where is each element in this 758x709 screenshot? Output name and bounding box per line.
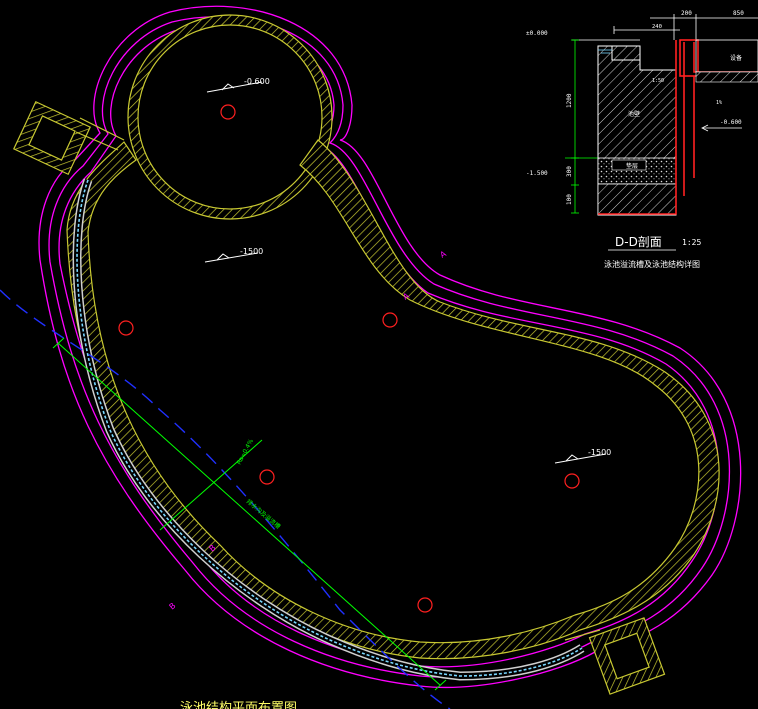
section-subtitle: 泳池溢流槽及泳池结构详图 xyxy=(604,259,700,269)
elevation-marker-right xyxy=(554,453,607,464)
section-title: D-D剖面 xyxy=(615,235,662,249)
section-dim-200: 200 xyxy=(681,10,692,17)
elevation-marker-upper xyxy=(204,252,259,263)
drain-circle xyxy=(417,597,433,613)
section-vdim-300: 300 xyxy=(566,166,573,177)
drain-markers xyxy=(118,104,580,613)
equipment-pit-bottom-right xyxy=(564,617,666,695)
section-detail xyxy=(565,14,758,216)
round-pool-wall xyxy=(127,14,333,220)
equipment-pit-top-left xyxy=(13,100,125,176)
section-dim-240: 240 xyxy=(652,24,662,30)
elevation-right: -1500 xyxy=(588,448,611,457)
drain-circle xyxy=(220,104,236,120)
section-label-base: 垫层 xyxy=(626,162,638,170)
plan-title: 泳池结构平面布置图 xyxy=(180,701,297,709)
section-vdim-1200: 1200 xyxy=(566,93,573,108)
drain-circle xyxy=(564,473,580,489)
green-note-slope: Ra=0.4% xyxy=(236,438,255,466)
elevation-round-pool: -0.600 xyxy=(244,77,270,86)
drain-circle xyxy=(259,469,275,485)
section-dim-850: 850 xyxy=(733,10,744,17)
section-mark-a: A xyxy=(439,249,449,260)
section-mark-a2: A xyxy=(402,291,412,302)
overflow-gutter xyxy=(72,178,585,681)
elevation-upper-left: -1500 xyxy=(240,247,263,256)
section-mark-slope: 1:50 xyxy=(652,78,664,84)
section-mark-percent: 1% xyxy=(716,100,722,106)
section-elev-top: ±0.000 xyxy=(526,30,548,37)
section-label-room: 设备 xyxy=(730,54,742,62)
section-mark-b: B xyxy=(208,543,218,553)
section-label-wall: 池壁 xyxy=(628,110,640,118)
section-mark-b2: B xyxy=(168,601,178,611)
green-dimension xyxy=(52,337,447,691)
section-vdim-100: 100 xyxy=(566,194,573,205)
section-elev-bottom: -1.500 xyxy=(526,170,548,177)
site-boundary-line xyxy=(0,289,451,709)
section-scale: 1:25 xyxy=(682,238,701,247)
section-elev-side: -0.600 xyxy=(720,119,742,126)
drain-circle xyxy=(382,312,398,328)
green-note-gutter: 排水沟及溢流槽 xyxy=(245,497,282,530)
main-pool-wall xyxy=(0,0,719,659)
drain-circle xyxy=(118,320,134,336)
elevation-marker-round xyxy=(206,81,263,93)
